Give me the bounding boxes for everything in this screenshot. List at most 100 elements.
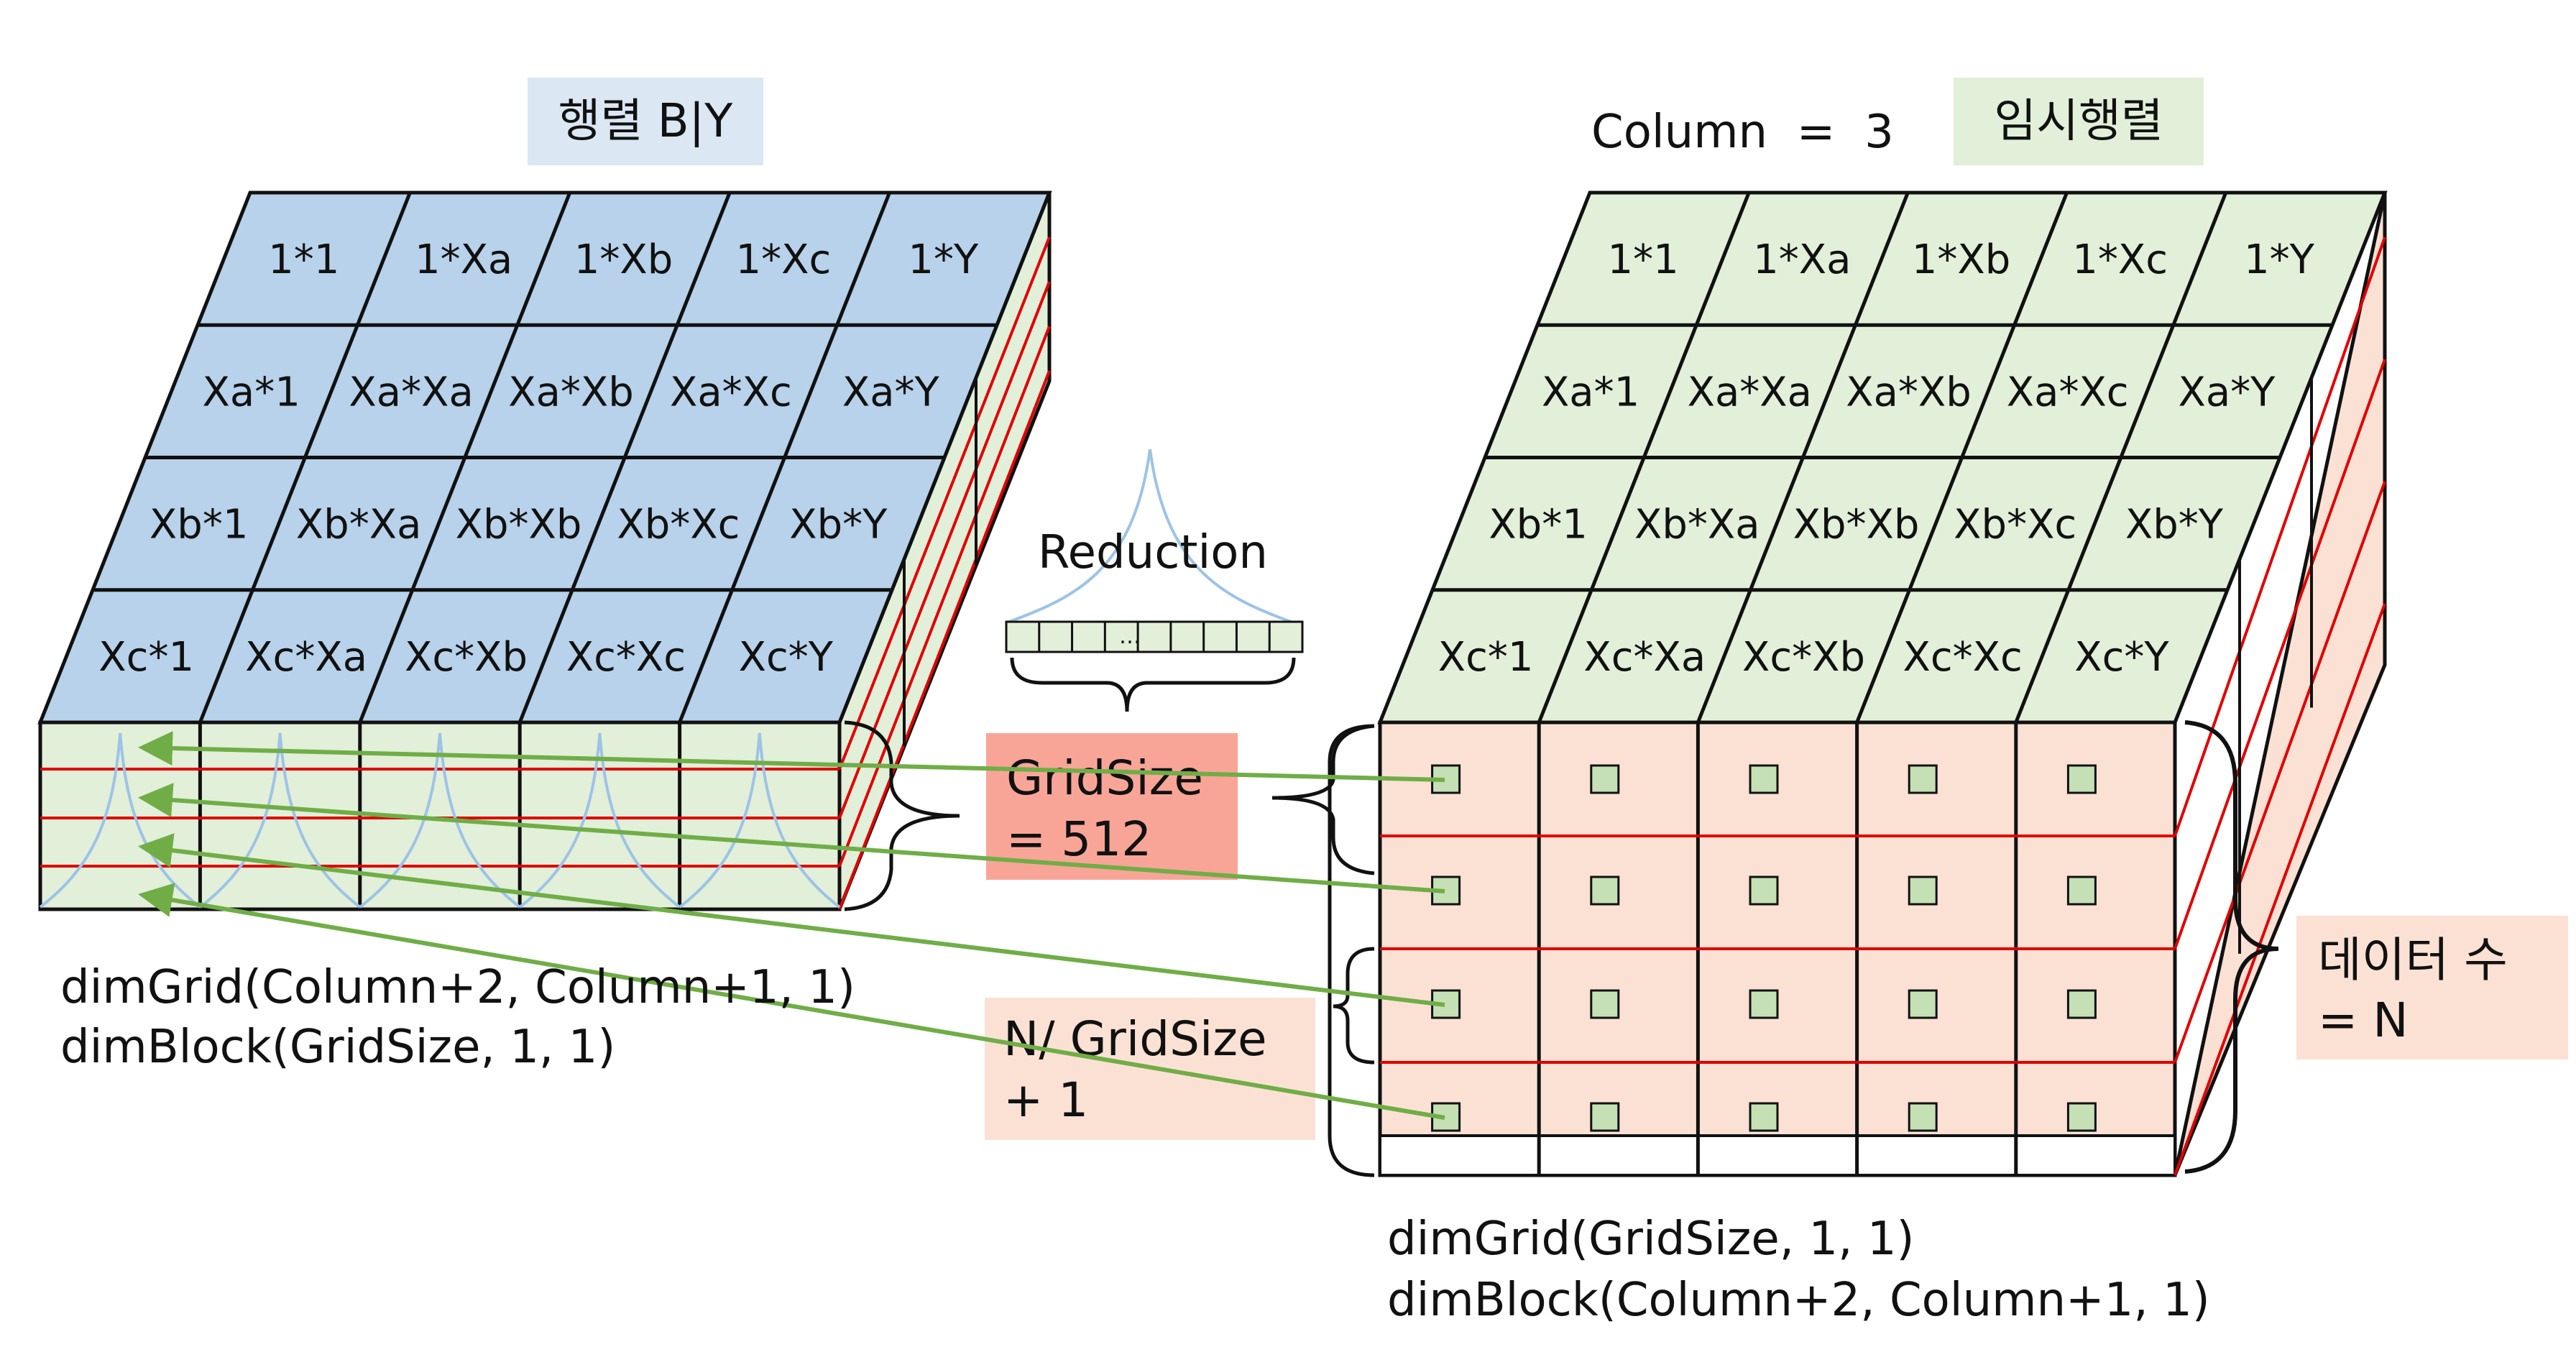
left-title-bg xyxy=(528,78,763,165)
right-side-face xyxy=(2173,192,2387,1176)
left-code-line1: dimGrid(Column+2, Column+1, 1) xyxy=(60,961,855,1014)
thread-square xyxy=(1590,1102,1620,1132)
matrix-cell: 1*1 xyxy=(268,236,339,283)
thread-square xyxy=(1590,875,1620,906)
matrix-cell: Xb*Xb xyxy=(1793,502,1920,548)
side-row-line xyxy=(2174,603,2386,1176)
big-right-brace xyxy=(1328,724,1375,1177)
side-row-line xyxy=(838,281,1051,819)
data-count-line2: = N xyxy=(2318,993,2409,1048)
matrix-cell: Xc*Y xyxy=(2074,634,2169,681)
right-grid-brace xyxy=(1271,724,1375,875)
matrix-cell: Xb*Y xyxy=(2125,502,2224,548)
reduction-curve xyxy=(39,732,201,909)
thread-square xyxy=(1590,764,1620,794)
matrix-cell: Xa*1 xyxy=(203,369,300,415)
thread-square xyxy=(1749,764,1779,794)
matrix-cell: 1*Xb xyxy=(574,236,673,283)
reduction-curve xyxy=(1008,449,1292,623)
left-front-rows xyxy=(40,236,1051,910)
matrix-cell: Xc*1 xyxy=(98,634,194,681)
reduction-label: Reduction xyxy=(1038,526,1268,579)
matrix-cell: Xc*Xc xyxy=(566,634,686,681)
thread-square xyxy=(2066,764,2097,794)
matrix-cell: Xc*Xa xyxy=(1583,634,1706,681)
reduction-array xyxy=(1005,620,1304,653)
grid-size-box xyxy=(986,733,1238,880)
data-count-line1: 데이터 수 xyxy=(2318,932,2508,988)
column-label: Column = 3 xyxy=(1591,106,1894,159)
n-grid-line2: + 1 xyxy=(1003,1072,1088,1128)
matrix-cell: Xb*1 xyxy=(150,502,249,548)
data-count-box xyxy=(2296,916,2568,1059)
matrix-cell: Xa*Xa xyxy=(349,369,473,415)
matrix-cell: Xc*Xa xyxy=(245,634,367,681)
reduction-icon: Reduction … xyxy=(1005,449,1304,712)
matrix-cell: 1*Xa xyxy=(1753,236,1851,283)
matrix-cell: 1*Y xyxy=(2244,236,2315,283)
right-matrix-block: 1*1 1*Xa 1*Xb 1*Xc 1*Y Xa*1 Xa*Xa Xa*Xb Xa*Xc Xa*… xyxy=(1377,190,2388,1177)
thread-square xyxy=(1590,989,1620,1019)
grid-size-line1: GridSize xyxy=(1006,750,1203,806)
side-row-line xyxy=(838,326,1051,867)
matrix-cell: 1*1 xyxy=(1607,236,1678,283)
matrix-cell: Xa*1 xyxy=(1542,369,1639,415)
reduction-curve xyxy=(678,732,841,909)
matrix-cell: 1*Xb xyxy=(1912,236,2011,283)
matrix-cell: Xa*Xc xyxy=(670,369,792,415)
n-grid-line1: N/ GridSize xyxy=(1003,1011,1267,1067)
right-title: 임시행렬 xyxy=(1994,95,2163,148)
thread-square xyxy=(1749,1102,1779,1132)
right-front-rows xyxy=(1380,236,2386,1176)
grid-size-line2: = 512 xyxy=(1006,812,1151,867)
matrix-cell: Xc*1 xyxy=(1438,634,1534,681)
matrix-cell: Xa*Y xyxy=(842,369,940,415)
matrix-cell: Xa*Xc xyxy=(2007,369,2129,415)
n-grid-brace xyxy=(1333,947,1375,1065)
matrix-cell: 1*Xc xyxy=(736,236,832,283)
matrix-cell: Xb*Xc xyxy=(1954,502,2076,548)
matrix-cell: Xa*Xb xyxy=(508,369,634,415)
matrix-cell: Xc*Xb xyxy=(1742,634,1865,681)
arrow-2 xyxy=(138,783,1445,893)
matrix-cell: Xc*Xb xyxy=(405,634,528,681)
matrix-cell: Xb*1 xyxy=(1489,502,1588,548)
right-code-line1: dimGrid(GridSize, 1, 1) xyxy=(1387,1213,1915,1266)
matrix-cell: Xb*Xa xyxy=(296,502,422,548)
matrix-cell: 1*Xc xyxy=(2072,236,2168,283)
side-row-line xyxy=(838,236,1051,770)
right-code-line2: dimBlock(Column+2, Column+1, 1) xyxy=(1387,1274,2210,1327)
right-cell-labels: 1*1 1*Xa 1*Xb 1*Xc 1*Y Xa*1 Xa*Xa Xa*Xb Xa*Xc Xa*… xyxy=(1438,236,2315,681)
reduction-curve xyxy=(518,732,681,909)
arrow-4 xyxy=(138,883,1445,1120)
green-arrows xyxy=(138,731,1445,1120)
left-title: 행렬 B|Y xyxy=(558,95,734,148)
matrix-cell: Xa*Xb xyxy=(1846,369,1972,415)
thread-square xyxy=(1908,1102,1938,1132)
thread-square xyxy=(1749,875,1779,906)
reduction-curve xyxy=(359,732,521,909)
right-top-grid xyxy=(1432,192,2332,723)
left-top-grid xyxy=(93,192,997,723)
matrix-cell: 1*Y xyxy=(908,236,979,283)
thread-square xyxy=(2066,1102,2097,1132)
matrix-cell: Xa*Y xyxy=(2178,369,2276,415)
reduction-dots: … xyxy=(1119,624,1141,649)
matrix-cell: Xa*Xa xyxy=(1688,369,1812,415)
right-front-bottom-strip xyxy=(1379,1134,2176,1177)
thread-square xyxy=(1908,875,1938,906)
matrix-cell: Xb*Xb xyxy=(456,502,582,548)
side-row-line xyxy=(2174,359,2386,950)
thread-square xyxy=(1908,764,1938,794)
thread-square xyxy=(1431,875,1461,906)
left-code-line2: dimBlock(GridSize, 1, 1) xyxy=(60,1021,615,1074)
matrix-cell: Xb*Xa xyxy=(1634,502,1760,548)
reduction-brace xyxy=(1010,657,1296,712)
side-row-line xyxy=(2174,481,2386,1063)
reduction-array-cells xyxy=(1038,622,1271,652)
thread-square xyxy=(2066,875,2097,906)
thread-square xyxy=(1749,989,1779,1019)
side-row-line xyxy=(2174,236,2386,837)
